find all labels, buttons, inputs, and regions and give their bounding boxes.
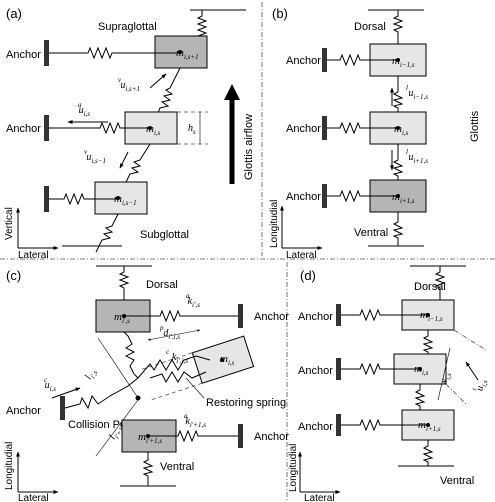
u-b2-label: ui+1,sl xyxy=(406,148,428,165)
spring-a2 xyxy=(49,121,150,135)
anchor-a1 xyxy=(44,40,49,66)
axis-c-h: Lateral xyxy=(18,493,49,502)
top-spring-b xyxy=(392,10,404,46)
mass-c-mid-group xyxy=(138,335,255,401)
w-label: wi,s xyxy=(438,371,453,386)
axis-d-h: Lateral xyxy=(304,493,335,502)
u-b1-label: ui−1,sl xyxy=(406,84,428,101)
axis-lateral-label: Lateral xyxy=(18,250,49,261)
dorsal-c-label: Dorsal xyxy=(146,279,178,291)
spring-a-top-mid xyxy=(155,67,181,119)
panel-d: (d) Dorsal mi−1,s Anchor mi,s Anchor mi+… xyxy=(288,265,489,502)
subglottal-label: Subglottal xyxy=(140,229,189,241)
panel-a-label: (a) xyxy=(6,6,22,21)
anchor-d3-label: Anchor xyxy=(298,421,333,433)
ventral-c-label: Ventral xyxy=(160,461,194,473)
anchor-d2 xyxy=(336,358,341,380)
anchor-d1 xyxy=(336,304,341,326)
restoring-spring-label: Restoring spring xyxy=(206,397,286,409)
collision-point-label: Collision Point xyxy=(68,419,138,431)
anchor-a2 xyxy=(44,115,49,141)
anchor-b2 xyxy=(322,116,327,140)
mass-bot-box xyxy=(94,181,148,215)
axis-b-v: Longitudial xyxy=(269,200,280,248)
anchor-a1-label: Anchor xyxy=(6,49,41,61)
glottis-label: Glottis xyxy=(469,110,481,142)
collision-point-dot xyxy=(135,395,141,401)
anchor-a2-label: Anchor xyxy=(6,123,41,135)
height-label: hs xyxy=(188,123,196,136)
anchor-b3 xyxy=(322,184,327,208)
airflow-arrowhead xyxy=(224,84,240,100)
k-c-label: ki′,i,sc xyxy=(166,348,188,365)
dorsal-b-label: Dorsal xyxy=(354,21,386,33)
u-c-label: ui,sc xyxy=(44,376,56,393)
axis-c-v: Longitudial xyxy=(4,442,15,490)
anchor-c-left-label: Anchor xyxy=(6,405,41,417)
panel-c: (c) Dorsal mi′,s Anchor ki′,sa mi,s di′,… xyxy=(4,265,289,502)
anchor-b3-label: Anchor xyxy=(286,191,321,203)
panel-d-label: (d) xyxy=(300,268,316,283)
panel-b-label: (b) xyxy=(272,6,288,21)
supraglottal-label: Supraglottal xyxy=(98,21,157,33)
panel-b: (b) Dorsal mi−1,s Anchor ui−1,sl mi,s An… xyxy=(269,6,481,261)
ventral-d-label: Ventral xyxy=(440,475,474,487)
k-top-label: ki′,sa xyxy=(186,292,200,309)
panel-a: (a) Supraglottal mi,s+1 Anchor ui,s+1v m… xyxy=(4,6,255,261)
d-p-label: di′,i,sp xyxy=(159,324,180,341)
anchor-b2-label: Anchor xyxy=(286,123,321,135)
u-left-label: ui,sa xyxy=(78,101,90,118)
u-down-label: ui,s−1v xyxy=(84,148,106,165)
anchor-c1-label: Anchor xyxy=(254,311,289,323)
l-top-label: li′,s xyxy=(83,367,100,383)
anchor-c1 xyxy=(238,304,243,328)
u-up-label: ui,s+1v xyxy=(118,76,140,93)
airflow-label: Glottis airflow xyxy=(243,114,255,180)
u-d-label: ui,st xyxy=(470,378,489,394)
axis-b-h: Lateral xyxy=(286,250,317,261)
anchor-d3 xyxy=(336,414,341,436)
anchor-d1-label: Anchor xyxy=(298,311,333,323)
ventral-b-label: Ventral xyxy=(354,227,388,239)
spring-a1 xyxy=(49,46,180,60)
anchor-b1-label: Anchor xyxy=(286,55,321,67)
k-bot-label: ki′+1,sa xyxy=(184,412,206,429)
u-up-arrow xyxy=(149,73,167,89)
anchor-b1 xyxy=(322,48,327,72)
spring-a3 xyxy=(49,192,118,206)
anchor-c2-label: Anchor xyxy=(254,431,289,443)
anchor-c-left xyxy=(60,396,65,420)
u-down-arrow xyxy=(119,151,129,169)
dorsal-d-label: Dorsal xyxy=(414,281,446,293)
axis-vertical-label: Vertical xyxy=(4,207,15,240)
spring-a-mid-bot xyxy=(123,143,151,187)
panel-c-label: (c) xyxy=(6,268,21,283)
axis-d-v: Longitudial xyxy=(288,444,299,492)
anchor-d2-label: Anchor xyxy=(298,365,333,377)
anchor-a3 xyxy=(44,186,49,212)
bottom-spring-a xyxy=(95,213,119,253)
spring-c-top-mid xyxy=(123,331,139,379)
anchor-c2 xyxy=(238,424,243,448)
